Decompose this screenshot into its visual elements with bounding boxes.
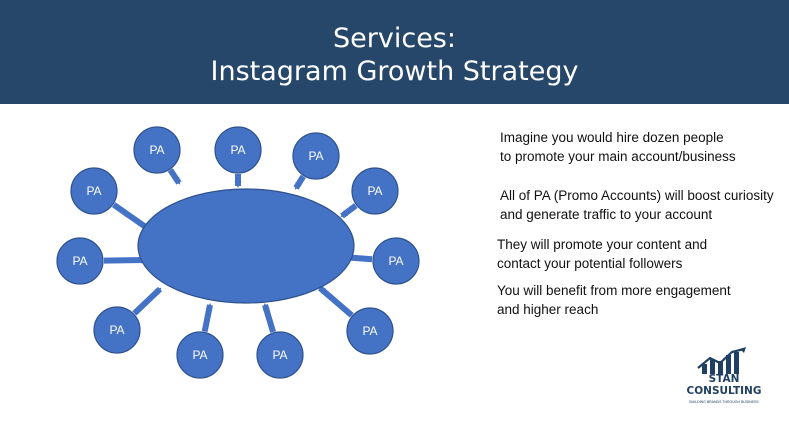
rising-bars-arrow-icon [697,347,746,374]
pa-node-label-11: PA [86,184,101,198]
pa-node-8 [176,331,224,379]
pa-node-label-5: PA [388,254,403,268]
pa-node-6 [346,307,394,355]
main-account-ellipse [137,188,355,304]
title-line-1: Services: [333,23,456,54]
bullet-1: Imagine you would hire dozen people to p… [500,128,736,166]
pa-arrow-3 [293,174,306,190]
bullet-2: All of PA (Promo Accounts) will boost cu… [500,186,774,224]
title-line-2: Instagram Growth Strategy [210,56,579,87]
pa-arrow-11 [111,202,152,233]
pa-arrow-7 [262,303,276,333]
pa-node-7 [256,331,304,379]
pa-arrow-4 [340,203,358,219]
bullet-2-line-2: and generate traffic to your account [500,207,713,222]
pa-node-label-7: PA [272,348,287,362]
title-bar [0,0,789,104]
pa-node-4 [351,167,399,215]
logo-tagline: BUILDING BRANDS THROUGH BUSINESS [689,400,759,404]
pa-node-label-6: PA [362,324,377,338]
pa-node-11 [70,167,118,215]
bullet-1-line-1: Imagine you would hire dozen people [500,130,724,145]
pa-network-diagram: PA PA PA PA PA PA PA PA PA PA PA [56,126,420,379]
pa-node-3 [292,132,340,180]
pa-node-2 [214,126,262,174]
pa-node-label-4: PA [367,184,382,198]
stan-consulting-logo: STAN CONSULTING BUILDING BRANDS THROUGH … [670,346,778,426]
pa-arrow-10 [103,256,148,264]
pa-node-label-9: PA [109,323,124,337]
pa-node-1 [133,126,181,174]
slide-title: Services: Instagram Growth Strategy [0,22,789,88]
pa-arrow-6 [318,285,354,318]
logo-wordmark: STAN CONSULTING [670,373,778,397]
bullet-2-line-1: All of PA (Promo Accounts) will boost cu… [500,188,774,203]
pa-node-label-1: PA [149,143,164,157]
bullet-3-line-2: contact your potential followers [497,256,683,271]
pa-node-10 [56,237,104,285]
pa-node-label-2: PA [230,143,245,157]
bullet-4: You will benefit from more engagement an… [497,281,731,319]
bullet-3-line-1: They will promote your content and [497,237,708,252]
pa-arrow-9 [132,286,163,316]
bullet-1-line-2: to promote your main account/business [500,149,736,164]
pa-node-5 [372,237,420,285]
pa-arrow-1 [167,168,182,185]
bullet-4-line-2: and higher reach [497,302,599,317]
bullet-3: They will promote your content and conta… [497,235,707,273]
pa-node-label-8: PA [192,348,207,362]
logo-name-line-2: CONSULTING [686,385,762,397]
pa-arrow-8 [201,303,213,333]
pa-node-label-10: PA [72,254,87,268]
pa-node-label-3: PA [308,149,323,163]
pa-node-9 [93,306,141,354]
bullet-4-line-1: You will benefit from more engagement [497,283,731,298]
logo-name-line-1: STAN [708,373,740,385]
